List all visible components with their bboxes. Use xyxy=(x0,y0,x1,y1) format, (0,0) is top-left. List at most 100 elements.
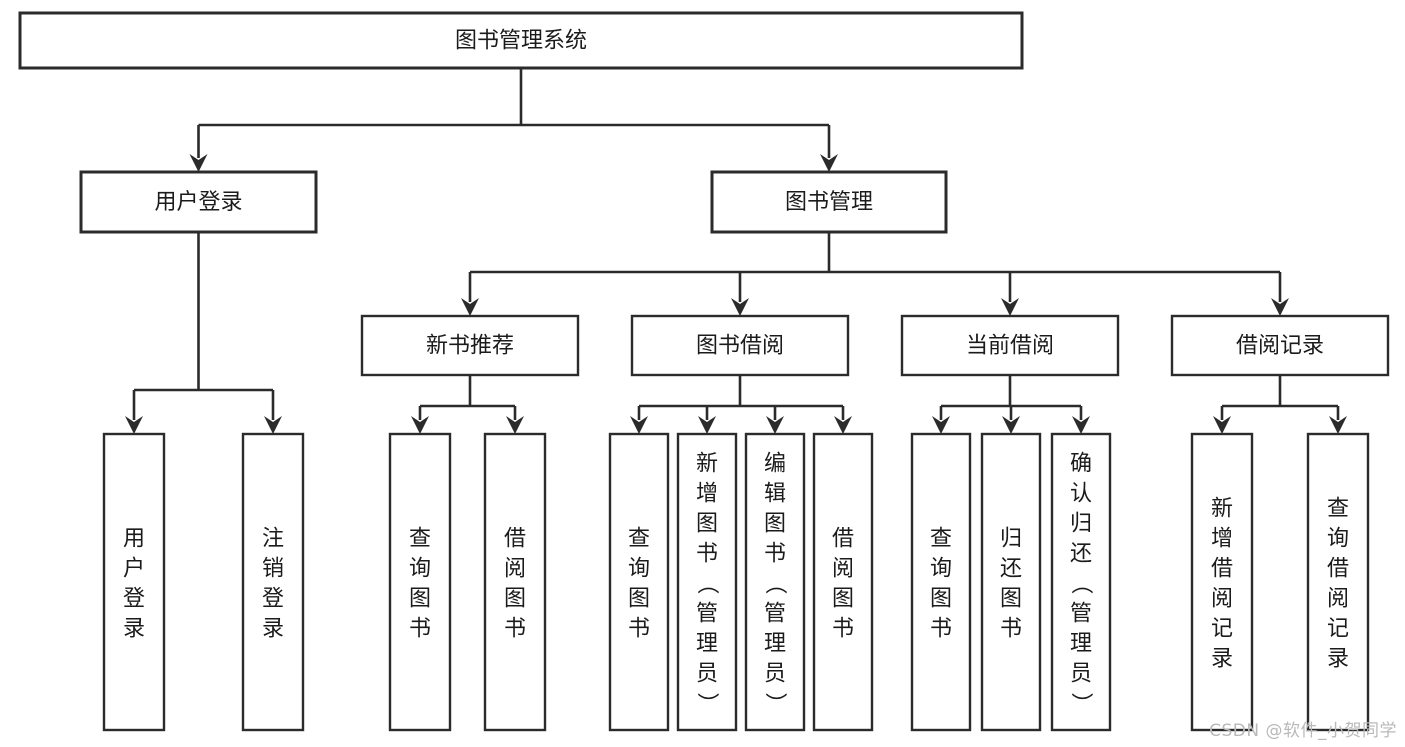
node-leaf-borrow-book-b[interactable]: 借阅图书借阅图书 xyxy=(812,432,874,732)
borrow-to-leaf-add-book-admin-head xyxy=(698,416,716,434)
node-leaf-add-borrow-record[interactable]: 新增借阅记录新增借阅记录 xyxy=(1190,432,1254,732)
node-leaf-borrow-book-a[interactable]: 借阅图书借阅图书 xyxy=(483,432,547,732)
node-label-char: 新 xyxy=(1211,496,1233,521)
node-label-char: 询 xyxy=(409,556,431,581)
node-label-book-management: 图书管理 xyxy=(785,190,873,215)
node-box-leaf-borrow-book-a xyxy=(483,432,547,732)
node-label-char: 书 xyxy=(409,616,431,641)
mgmt-to-current-borrow-head xyxy=(1001,298,1019,316)
node-leaf-user-login[interactable]: 用户登录用户登录 xyxy=(102,432,166,732)
node-label-char: 户 xyxy=(123,556,145,581)
node-label-char: 图 xyxy=(832,586,854,611)
node-leaf-query-book-c[interactable]: 查询图书查询图书 xyxy=(910,432,972,732)
node-label-char: 销 xyxy=(262,556,284,581)
node-current-borrow[interactable]: 当前借阅 xyxy=(900,314,1120,377)
node-label-char: 辑 xyxy=(764,481,786,506)
node-label-char: 员 xyxy=(1070,661,1092,686)
mgmt-to-book-borrow-head xyxy=(731,298,749,316)
node-box-leaf-add-book-admin xyxy=(676,432,738,732)
node-box-user-login xyxy=(79,170,318,234)
node-label-char: 借 xyxy=(504,526,526,551)
node-leaf-query-book-a[interactable]: 查询图书查询图书 xyxy=(388,432,452,732)
node-label-char: 查 xyxy=(409,526,431,551)
node-new-book-recommend[interactable]: 新书推荐 xyxy=(360,314,580,377)
node-box-leaf-query-book-c xyxy=(910,432,972,732)
node-label-char: 理 xyxy=(1070,631,1092,656)
node-label-char: 记 xyxy=(1211,616,1233,641)
node-user-login[interactable]: 用户登录 xyxy=(79,170,318,234)
node-label-char: 录 xyxy=(123,616,145,641)
node-label-char: 录 xyxy=(1327,646,1349,671)
node-book-borrow[interactable]: 图书借阅 xyxy=(630,314,850,377)
node-label-char: 书 xyxy=(832,616,854,641)
node-label-char: 管 xyxy=(696,601,718,626)
node-leaf-logout[interactable]: 注销登录注销登录 xyxy=(241,432,305,732)
node-label-char: 增 xyxy=(696,481,718,506)
node-leaf-query-borrow-record[interactable]: 查询借阅记录查询借阅记录 xyxy=(1306,432,1370,732)
node-root[interactable]: 图书管理系统 xyxy=(18,11,1024,70)
node-label-char: 借 xyxy=(832,526,854,551)
borrow-to-leaf-borrow-book-b-head xyxy=(834,416,852,434)
node-label-char: ） xyxy=(762,692,787,714)
node-label-char: 阅 xyxy=(832,556,854,581)
node-box-root xyxy=(18,11,1024,70)
node-label-char: 新 xyxy=(696,451,718,476)
node-box-leaf-add-borrow-record xyxy=(1190,432,1254,732)
node-label-char: 询 xyxy=(1327,526,1349,551)
node-label-char: 查 xyxy=(628,526,650,551)
node-label-char: 管 xyxy=(764,601,786,626)
node-label-char: 书 xyxy=(696,541,718,566)
node-label-char: （ xyxy=(1068,572,1093,594)
node-label-char: 阅 xyxy=(1211,586,1233,611)
node-label-char: ） xyxy=(694,692,719,714)
node-leaf-return-book[interactable]: 归还图书归还图书 xyxy=(980,432,1042,732)
recommend-to-leaf-query-book-a-head xyxy=(411,416,429,434)
node-borrow-record[interactable]: 借阅记录 xyxy=(1170,314,1390,377)
node-label-char: 书 xyxy=(930,616,952,641)
node-label-char: 借 xyxy=(1211,556,1233,581)
mgmt-to-borrow-record-head xyxy=(1271,298,1289,316)
node-leaf-query-book-b[interactable]: 查询图书查询图书 xyxy=(608,432,670,732)
node-label-char: 确 xyxy=(1070,451,1092,476)
connector-layer xyxy=(125,68,1347,434)
node-label-char: 认 xyxy=(1070,481,1092,506)
borrow-to-leaf-edit-book-admin-head xyxy=(766,416,784,434)
node-label-borrow-record: 借阅记录 xyxy=(1236,334,1324,359)
node-label-char: 书 xyxy=(764,541,786,566)
node-label-char: 图 xyxy=(1000,586,1022,611)
node-box-leaf-query-book-b xyxy=(608,432,670,732)
node-label-char: 图 xyxy=(409,586,431,611)
borrow-to-leaf-query-book-b-head xyxy=(630,416,648,434)
node-label-char: 查 xyxy=(1327,496,1349,521)
node-label-char: 录 xyxy=(1211,646,1233,671)
node-label-char: 询 xyxy=(930,556,952,581)
node-label-char: 询 xyxy=(628,556,650,581)
node-label-char: 阅 xyxy=(1327,586,1349,611)
record-to-leaf-query-borrow-record-head xyxy=(1329,416,1347,434)
node-label-char: 归 xyxy=(1000,526,1022,551)
node-book-management[interactable]: 图书管理 xyxy=(710,170,948,234)
node-label-char: 注 xyxy=(262,526,284,551)
node-label-char: ） xyxy=(1068,692,1093,714)
node-label-char: 还 xyxy=(1070,541,1092,566)
node-label-char: 查 xyxy=(930,526,952,551)
node-box-leaf-logout xyxy=(241,432,305,732)
node-label-char: （ xyxy=(694,572,719,594)
node-label-char: 借 xyxy=(1327,556,1349,581)
node-label-char: 登 xyxy=(262,586,284,611)
node-label-char: 录 xyxy=(262,616,284,641)
current-to-leaf-confirm-return-admin-head xyxy=(1072,416,1090,434)
recommend-to-leaf-borrow-book-a-head xyxy=(506,416,524,434)
root-to-book-management-head xyxy=(820,154,838,172)
node-box-leaf-return-book xyxy=(980,432,1042,732)
node-label-book-borrow: 图书借阅 xyxy=(696,334,784,359)
node-box-leaf-query-book-a xyxy=(388,432,452,732)
node-label-char: 阅 xyxy=(504,556,526,581)
node-label-char: 书 xyxy=(1000,616,1022,641)
node-label-char: （ xyxy=(762,572,787,594)
node-label-char: 登 xyxy=(123,586,145,611)
current-to-leaf-return-book-head xyxy=(1002,416,1020,434)
